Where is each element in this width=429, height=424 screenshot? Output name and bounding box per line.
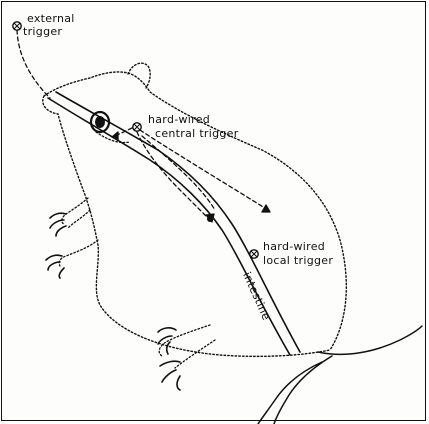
front-limb-lower (59, 240, 98, 266)
central-trigger-label-2: central trigger (155, 128, 239, 140)
external-trigger-icon (13, 22, 21, 30)
central-trigger-arrow-right (140, 130, 268, 210)
central-trigger-arrow-down (137, 132, 210, 220)
junction-dot (207, 216, 213, 222)
front-limb-upper (62, 198, 90, 228)
hind-paw-lower (160, 361, 180, 390)
central-trigger-icon (133, 123, 141, 131)
external-trigger-label-1: external (27, 13, 75, 25)
local-trigger-label-1: hard-wired (263, 241, 325, 253)
local-trigger-label-2: local trigger (263, 255, 333, 267)
external-trigger-label-2: trigger (23, 26, 62, 38)
arrowhead-left (112, 132, 118, 140)
central-trigger-label-1: hard-wired (148, 114, 210, 126)
ear-outline (128, 63, 150, 88)
external-trigger-path (17, 30, 50, 98)
local-trigger-icon (250, 250, 258, 258)
arrowhead-right (262, 205, 270, 212)
